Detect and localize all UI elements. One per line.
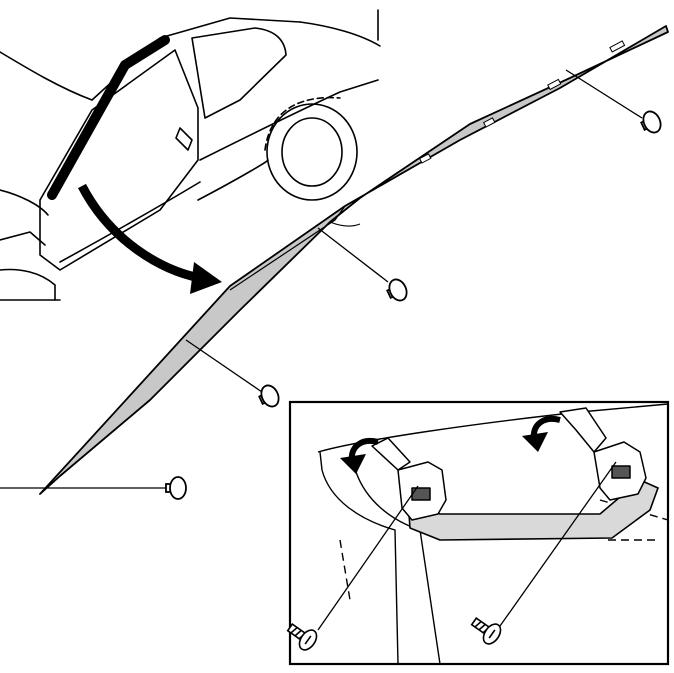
a-pillar-highlight bbox=[47, 35, 170, 200]
screw-leader-right bbox=[499, 461, 617, 627]
screw-left bbox=[286, 622, 318, 651]
handle-body bbox=[407, 479, 659, 541]
rear-wheel-arch bbox=[266, 103, 358, 201]
clip-leader-3 bbox=[185, 339, 263, 393]
trim-dash-right bbox=[599, 499, 669, 521]
front-fender-line bbox=[0, 189, 49, 216]
rear-roof-line bbox=[299, 21, 381, 47]
clip-leader-2 bbox=[317, 227, 389, 283]
clip-leader-1 bbox=[565, 69, 643, 119]
grab-handle-detail-icon bbox=[286, 400, 670, 666]
front-detail-line bbox=[0, 231, 46, 246]
clip-leaders bbox=[0, 69, 643, 489]
door-frame bbox=[39, 49, 199, 271]
right-handle-bracket bbox=[559, 407, 647, 501]
removal-arrow-icon bbox=[78, 183, 222, 294]
rear-side-window bbox=[191, 27, 287, 119]
body-side-crease bbox=[197, 159, 269, 201]
clip-4 bbox=[165, 476, 187, 500]
clip-1 bbox=[640, 110, 662, 134]
wheel-arch-dash bbox=[264, 96, 341, 151]
mirror-detail bbox=[175, 127, 193, 151]
cover-flip-arrow-icon bbox=[340, 416, 561, 474]
push-clip-icon bbox=[165, 110, 662, 500]
headliner-edge bbox=[317, 403, 669, 453]
clip-3 bbox=[258, 384, 280, 408]
door-lower-line bbox=[59, 181, 201, 263]
clip-2 bbox=[386, 278, 408, 302]
front-bumper-line bbox=[0, 268, 56, 301]
screw-leader-left bbox=[317, 485, 419, 631]
body-belt-line bbox=[199, 79, 379, 161]
car-outline-icon bbox=[0, 9, 381, 301]
hood-line bbox=[0, 51, 93, 101]
pillar-trim-panel-icon bbox=[39, 25, 669, 495]
screw-icon bbox=[286, 616, 502, 651]
screw-right bbox=[470, 616, 502, 645]
pillar-line-left bbox=[319, 451, 399, 665]
rear-wheel-rim bbox=[281, 117, 343, 187]
trim-dash-left bbox=[339, 539, 351, 601]
